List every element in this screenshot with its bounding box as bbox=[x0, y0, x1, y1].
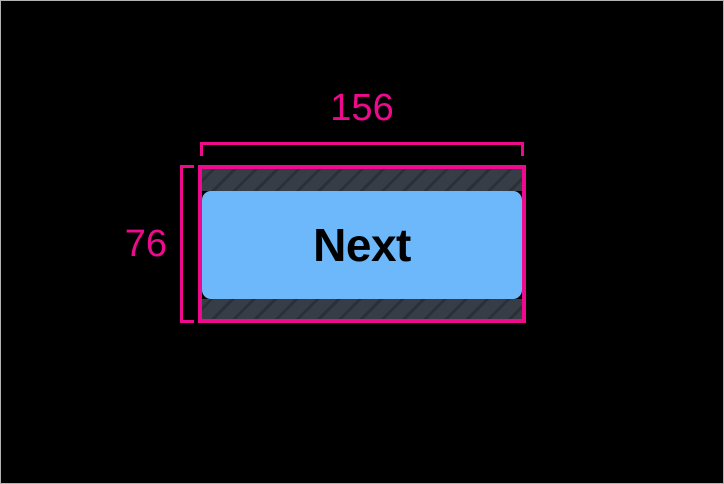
height-dimension-label: 76 bbox=[124, 223, 167, 265]
height-dimension-bracket bbox=[180, 165, 194, 323]
next-button[interactable]: Next bbox=[202, 191, 522, 299]
width-dimension-bracket bbox=[200, 142, 524, 156]
measured-element-outline: Next bbox=[198, 165, 526, 323]
margin-band-top bbox=[202, 169, 522, 191]
element-box-model: Next bbox=[202, 169, 522, 319]
next-button-label: Next bbox=[313, 219, 411, 271]
margin-band-bottom bbox=[202, 299, 522, 319]
width-dimension-label: 156 bbox=[330, 87, 394, 129]
